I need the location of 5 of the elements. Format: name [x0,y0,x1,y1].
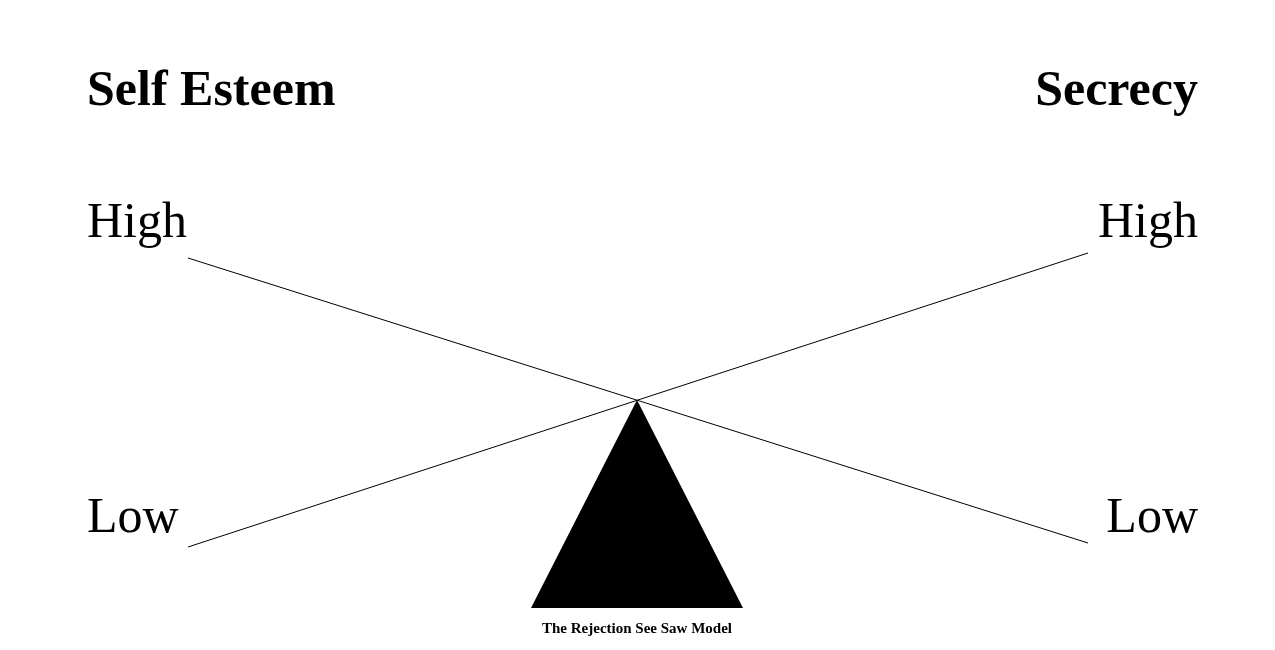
axis-heading: Secrecy [1035,60,1198,116]
level-label: Low [87,490,179,540]
axis-heading: Self Esteem [87,60,336,116]
level-label: Low [1106,490,1198,540]
figure-caption: The Rejection See Saw Model [542,620,732,637]
